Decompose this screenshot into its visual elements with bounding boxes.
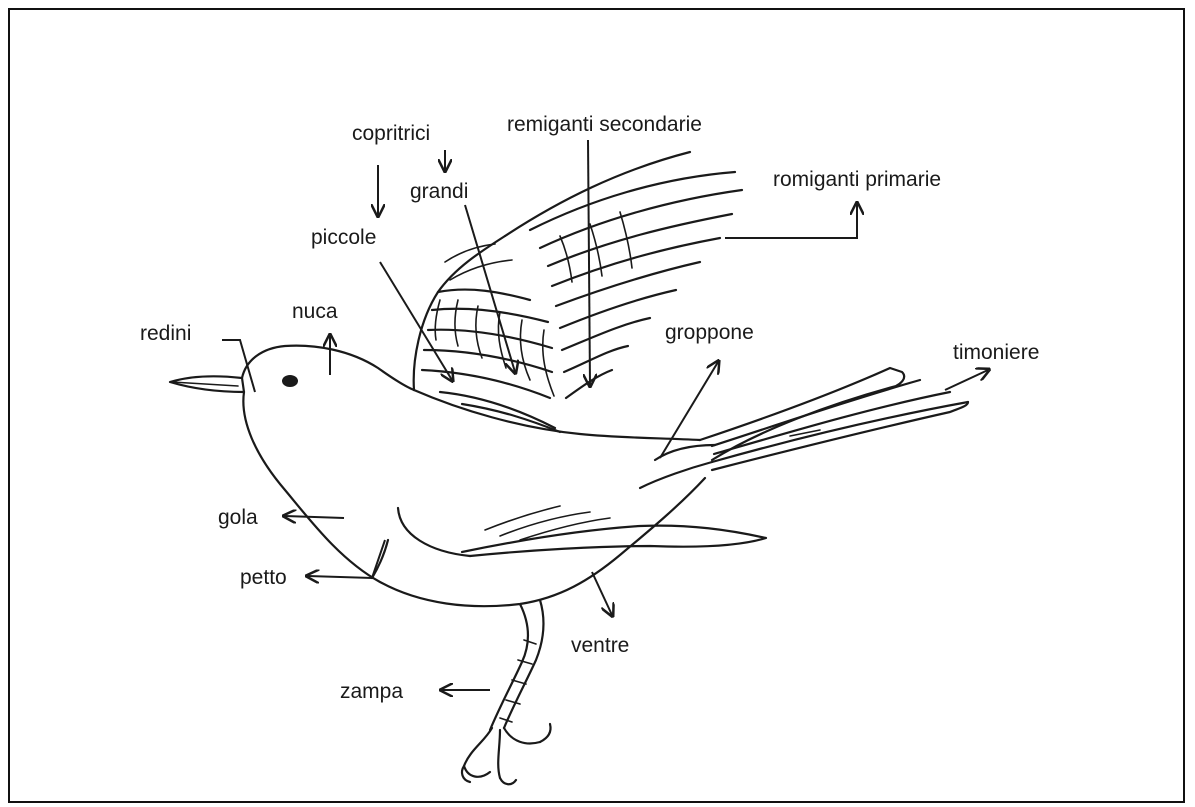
labels: copritrici remiganti secondarie grandi r… (140, 113, 1039, 703)
label-remiganti-primarie: romiganti primarie (773, 168, 941, 191)
label-piccole: piccole (311, 226, 376, 249)
label-timoniere: timoniere (953, 341, 1039, 364)
label-grandi: grandi (410, 180, 468, 203)
bird-flank-feathers (462, 526, 766, 556)
label-copritrici: copritrici (352, 122, 430, 145)
bird-foot (464, 728, 540, 778)
label-petto: petto (240, 566, 287, 589)
label-remiganti-secondarie: remiganti secondarie (507, 113, 702, 136)
bird-head-outline (242, 346, 414, 390)
label-redini: redini (140, 322, 191, 345)
bird-underside-outline (243, 392, 705, 606)
label-ventre: ventre (571, 634, 629, 657)
label-groppone: groppone (665, 321, 754, 344)
bird-leg (490, 604, 528, 730)
label-zampa: zampa (340, 680, 403, 703)
bird-eye (282, 375, 298, 387)
label-nuca: nuca (292, 300, 338, 323)
label-gola: gola (218, 506, 258, 529)
bird-drawing (170, 346, 766, 785)
bird-tail (700, 368, 968, 470)
bird-back-outline (414, 390, 700, 440)
